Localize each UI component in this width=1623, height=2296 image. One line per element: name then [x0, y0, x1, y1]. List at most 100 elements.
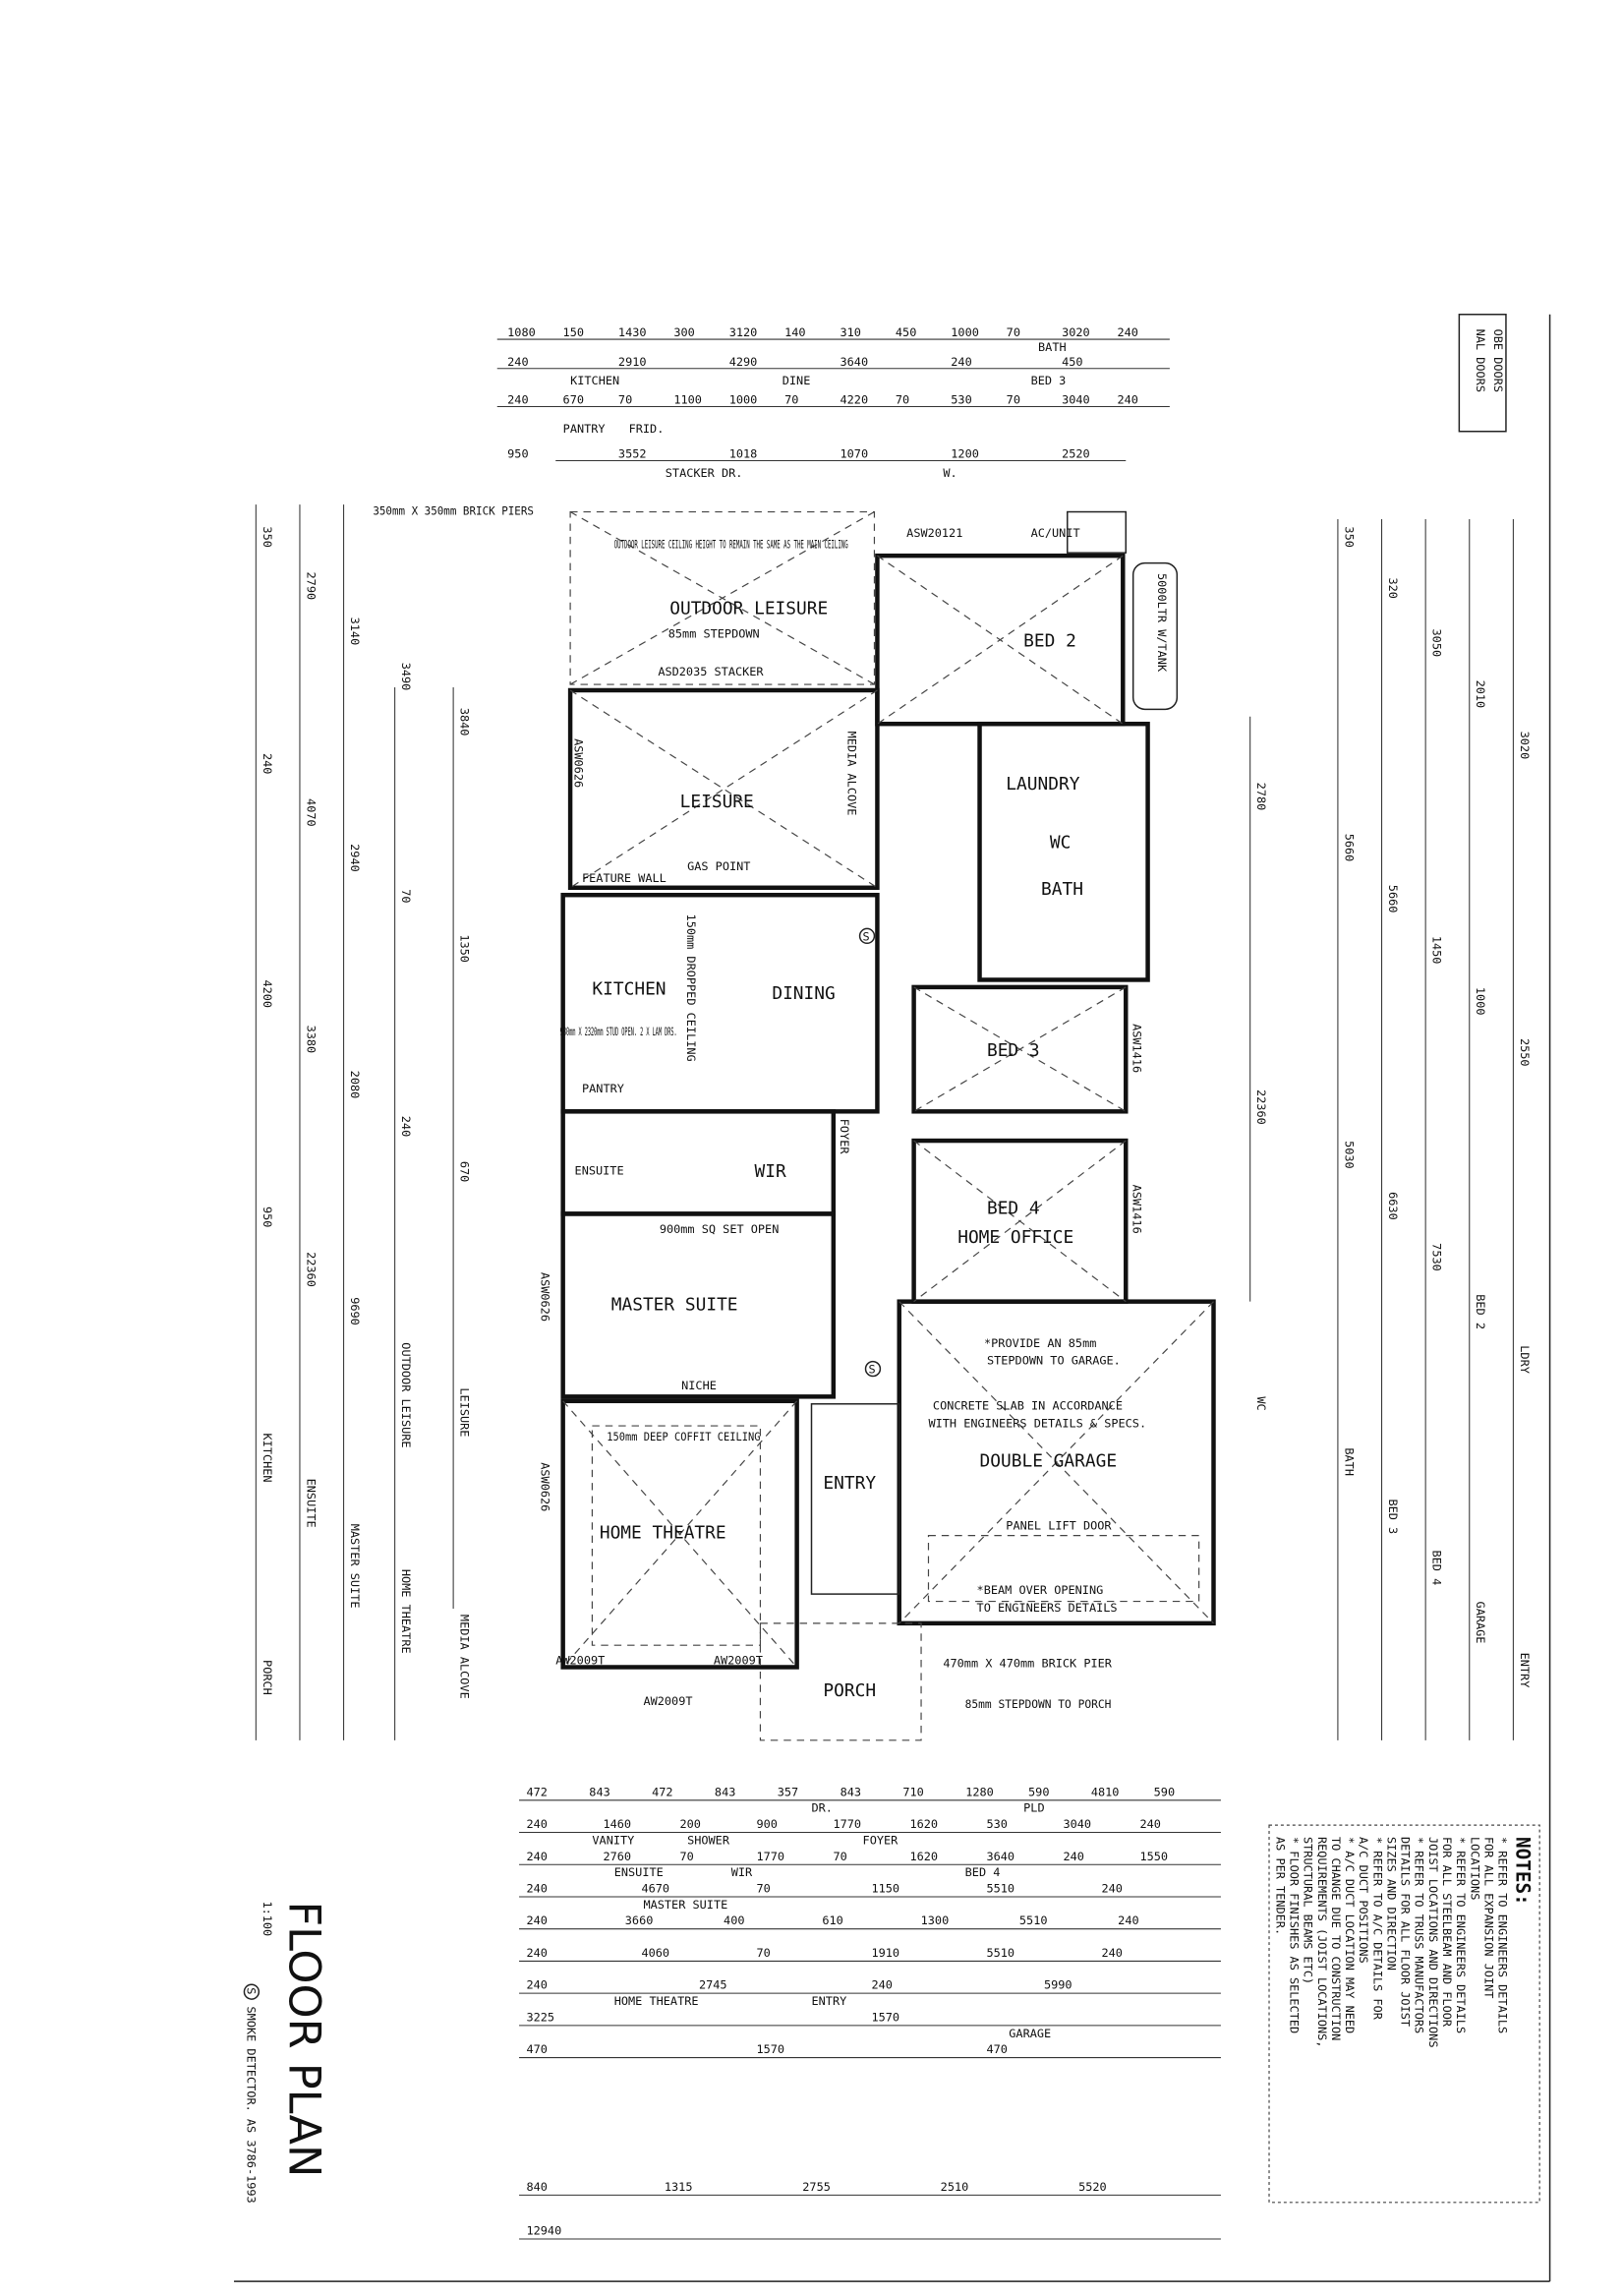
- dimension-value: 1000: [729, 392, 758, 406]
- dimension-value: 70: [833, 1850, 846, 1863]
- room-porch: PORCH: [823, 1680, 876, 1701]
- dimension-label: PANTRY: [563, 422, 606, 436]
- dimension-value: 22360: [304, 1252, 318, 1287]
- dimension-value: 5510: [986, 1946, 1014, 1960]
- dimension-value: 3040: [1063, 1817, 1091, 1831]
- dimension-value: 6630: [1386, 1192, 1400, 1220]
- dimension-value: BED 2: [1474, 1294, 1487, 1329]
- dimension-value: 1350: [458, 934, 472, 963]
- porch-stepdown-note: 85mm STEPDOWN TO PORCH: [965, 1697, 1112, 1711]
- dimension-value: 1000: [951, 325, 979, 339]
- dimension-label: ENTRY: [812, 1994, 847, 2008]
- outdoor-stepdown-note: 85mm STEPDOWN: [668, 626, 760, 640]
- ac-unit-box: [1067, 510, 1128, 554]
- dimension-value: 1315: [665, 2180, 693, 2194]
- dimension-value: 950: [507, 447, 528, 461]
- dimension-value: 3840: [458, 708, 472, 736]
- dimension-value: 840: [526, 2180, 547, 2194]
- dimension-value: 240: [1139, 1817, 1160, 1831]
- dimension-value: 240: [526, 1882, 547, 1896]
- dimension-label: HOME THEATRE: [614, 1994, 699, 2008]
- dimension-value: 670: [458, 1161, 472, 1182]
- dimension-value: 70: [896, 392, 909, 406]
- dimension-value: 240: [526, 1817, 547, 1831]
- dimension-value: 1450: [1430, 936, 1444, 965]
- dimension-lines: [255, 338, 1514, 1740]
- window-label: ASW20121: [906, 526, 962, 540]
- dimension-value: 2780: [1254, 783, 1268, 811]
- dimension-label: ENSUITE: [614, 1865, 664, 1879]
- note-line: TO CHANGE DUE TO CONSTRUCTION: [1329, 1837, 1343, 2040]
- dimension-value: 12940: [526, 2224, 561, 2238]
- garage-slab-note: WITH ENGINEERS DETAILS & SPECS.: [928, 1417, 1146, 1431]
- room-bed-3: BED 3: [987, 1040, 1040, 1061]
- dimension-value: 1000: [1474, 987, 1487, 1016]
- dimension-value: 3040: [1062, 392, 1090, 406]
- svg-text:S: S: [244, 1987, 258, 1994]
- dimension-value: 70: [679, 1850, 693, 1863]
- dimension-value: 22360: [1254, 1089, 1268, 1125]
- dimension-value: 2790: [304, 572, 318, 601]
- garage-note: *PROVIDE AN 85mm: [984, 1336, 1096, 1350]
- dimension-value: 590: [1154, 1785, 1175, 1798]
- dimension-value: PORCH: [261, 1660, 274, 1695]
- dimension-value: 240: [399, 1116, 413, 1137]
- dimension-value: 5990: [1044, 1978, 1072, 1992]
- window-label: ASW1416: [1130, 1185, 1144, 1234]
- dimension-value: 950: [261, 1207, 274, 1227]
- room-labels: OUTDOOR LEISURE CEILING HEIGHT TO REMAIN…: [373, 504, 1169, 1712]
- dimension-label: PLD: [1023, 1801, 1044, 1815]
- dimension-value: 70: [1007, 325, 1020, 339]
- dimension-value: 240: [1101, 1882, 1122, 1896]
- outdoor-ceiling-note: OUTDOOR LEISURE CEILING HEIGHT TO REMAIN…: [614, 538, 848, 552]
- room-entry: ENTRY: [823, 1473, 876, 1494]
- dimension-value: 4060: [641, 1946, 669, 1960]
- dimension-value: 320: [1386, 577, 1400, 598]
- dimension-value: 2760: [603, 1850, 631, 1863]
- dimension-value: 2010: [1474, 680, 1487, 709]
- beam-note: *BEAM OVER OPENING: [977, 1583, 1104, 1597]
- dimension-value: 1910: [871, 1946, 899, 1960]
- dimension-value: 5030: [1342, 1141, 1356, 1169]
- note-line: * REFER TO ENGINEERS DETAILS: [1454, 1837, 1468, 2033]
- dimension-label: FOYER: [863, 1833, 899, 1847]
- left-dimensions: 3502790314034903840240407029407013504200…: [261, 526, 472, 1698]
- dimension-value: 2910: [618, 355, 647, 369]
- dimension-value: 1150: [871, 1882, 899, 1896]
- dimension-value: 7530: [1430, 1243, 1444, 1271]
- dimension-value: 2745: [699, 1978, 727, 1992]
- note-line: * REFER TO TRUSS MANUFACTORS: [1413, 1837, 1426, 2033]
- beam-note: TO ENGINEERS DETAILS: [977, 1601, 1118, 1615]
- garage-note: STEPDOWN TO GARAGE.: [987, 1354, 1121, 1368]
- dimension-value: 4290: [729, 355, 758, 369]
- dimension-value: 5510: [986, 1882, 1014, 1896]
- dimension-value: 3140: [348, 618, 362, 646]
- brick-piers-note: 350mm X 350mm BRICK PIERS: [373, 504, 534, 518]
- dimension-value: LDRY: [1518, 1345, 1532, 1374]
- dimension-value: GARAGE: [1474, 1602, 1487, 1644]
- dimension-value: 240: [951, 355, 971, 369]
- dimension-value: 240: [261, 753, 274, 774]
- dimension-value: 450: [896, 325, 916, 339]
- legend-text: OBE DOORS: [1491, 329, 1505, 392]
- dimension-label: BED 3: [1031, 374, 1067, 387]
- dimension-value: 70: [618, 392, 632, 406]
- note-line: FOR ALL STEELBEAM AND FLOOR: [1440, 1837, 1454, 2028]
- dimension-value: 240: [1117, 325, 1137, 339]
- dimension-value: 2510: [941, 2180, 969, 2194]
- room-dining: DINING: [772, 983, 835, 1004]
- dimension-value: WC: [1254, 1396, 1268, 1410]
- gas-point-label: GAS POINT: [687, 859, 750, 873]
- water-tank: [1131, 561, 1179, 711]
- dimension-value: 2755: [802, 2180, 831, 2194]
- tank-label: 5000LTR W/TANK: [1155, 573, 1169, 673]
- dimension-label: KITCHEN: [570, 374, 619, 387]
- dimension-value: HOME THEATRE: [399, 1569, 413, 1654]
- dimension-value: 1080: [507, 325, 536, 339]
- dimension-value: 240: [871, 1978, 892, 1992]
- dimension-value: 843: [589, 1785, 609, 1798]
- dimension-value: LEISURE: [458, 1387, 472, 1437]
- dimension-value: 400: [724, 1913, 744, 1927]
